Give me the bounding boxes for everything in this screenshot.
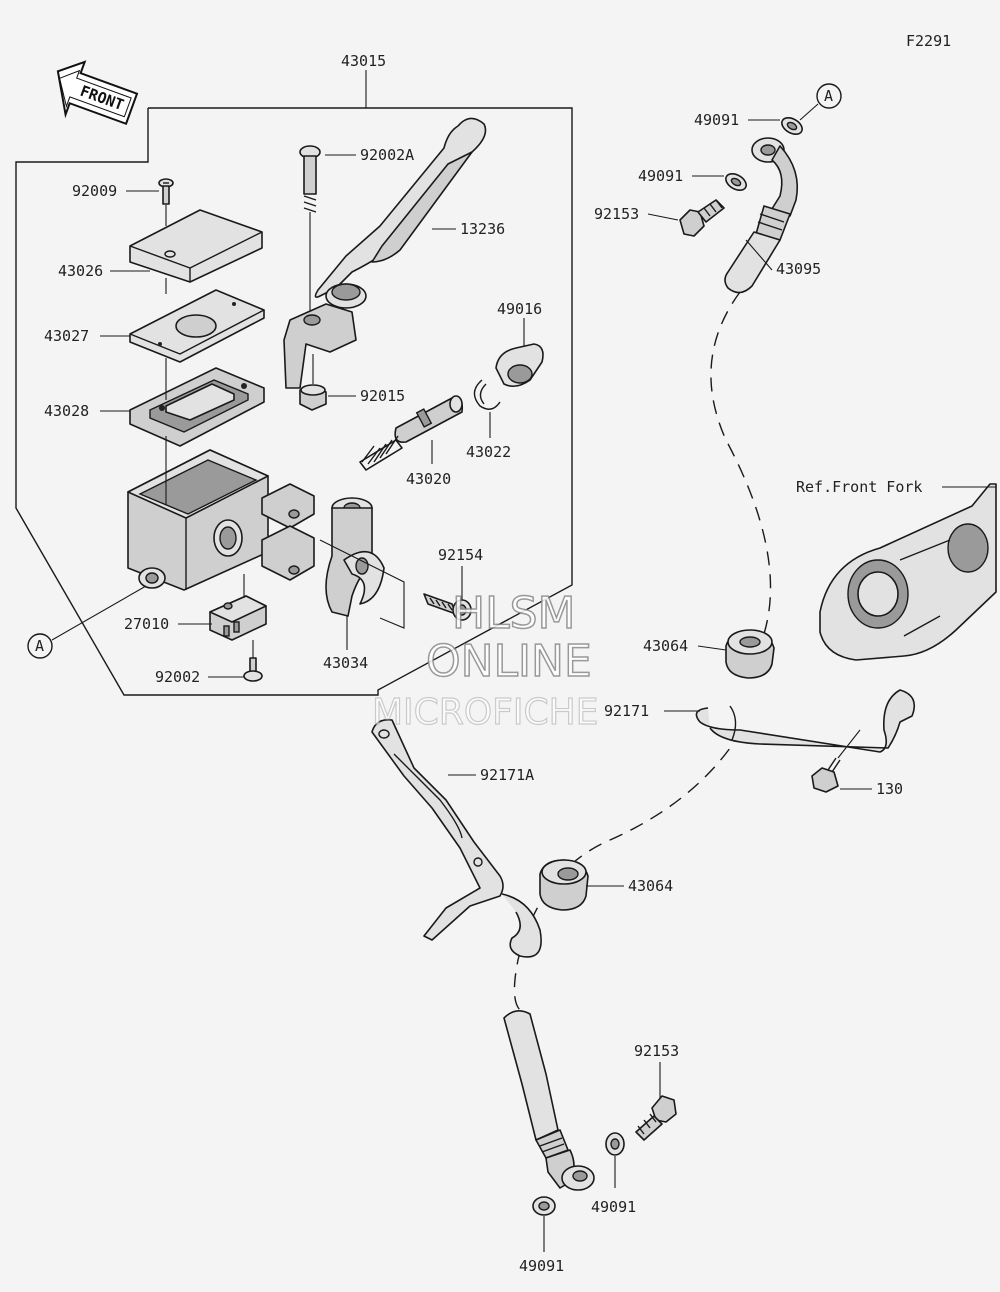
grommet-43064-lower-icon: [539, 859, 589, 911]
label-92153-a: 92153: [594, 205, 639, 223]
banjo-bolt-92153-top-icon: [679, 199, 725, 237]
leader-a-left: [51, 585, 147, 641]
bolt-130-icon: [811, 757, 841, 793]
diaphragm-plate-icon: [129, 289, 265, 363]
brake-switch-icon: [209, 595, 267, 641]
leader-43064-a: [697, 645, 727, 651]
callout-a-right-marker: [816, 83, 842, 109]
label-92002: 92002: [155, 668, 200, 686]
circlip-icon: [473, 379, 501, 410]
figure-id: F2291: [906, 32, 951, 50]
dust-boot-icon: [495, 343, 544, 388]
label-43015: 43015: [341, 52, 386, 70]
front-fork-bracket-icon: [819, 483, 997, 661]
label-92009: 92009: [72, 182, 117, 200]
nut-92015-icon: [299, 384, 327, 411]
label-43095: 43095: [776, 260, 821, 278]
hose-bracket-92171a-icon: [371, 718, 542, 958]
watermark-line3: MICROFICHE: [372, 692, 598, 733]
hose-clip-92171-icon: [695, 689, 916, 753]
label-92153-b: 92153: [634, 1042, 679, 1060]
label-43034: 43034: [323, 654, 368, 672]
dash-bolt-130: [837, 729, 861, 759]
watermark-line1: HLSM: [452, 588, 576, 639]
label-92171a: 92171A: [480, 766, 534, 784]
callout-a-right-label: A: [824, 87, 833, 105]
reservoir-cap-icon: [129, 209, 263, 283]
label-27010: 27010: [124, 615, 169, 633]
brake-lever-icon: [283, 117, 487, 389]
watermark-line2: ONLINE: [426, 636, 592, 687]
leader-92153-a: [647, 213, 679, 221]
leader-43095: [745, 239, 773, 271]
washer-49091-lower-right-icon: [605, 1132, 625, 1156]
label-92171: 92171: [604, 702, 649, 720]
hose-route-upper: [710, 291, 772, 641]
label-43064-a: 43064: [643, 637, 688, 655]
master-cylinder-body-icon: [127, 449, 315, 591]
label-49016: 49016: [497, 300, 542, 318]
label-49091-a: 49091: [694, 111, 739, 129]
label-43020: 43020: [406, 470, 451, 488]
hose-route-lower: [513, 729, 743, 1011]
label-49091-d: 49091: [519, 1257, 564, 1275]
label-92015: 92015: [360, 387, 405, 405]
label-49091-c: 49091: [591, 1198, 636, 1216]
washer-49091-top-icon: [781, 117, 803, 135]
label-92154: 92154: [438, 546, 483, 564]
assembly-outline: [15, 107, 573, 696]
brake-hose-lower-icon: [503, 1010, 595, 1191]
callout-a-left-marker: [27, 633, 53, 659]
diaphragm-icon: [129, 367, 265, 447]
label-130: 130: [876, 780, 903, 798]
label-43028: 43028: [44, 402, 89, 420]
bolt-92154-icon: [423, 593, 472, 621]
label-43022: 43022: [466, 443, 511, 461]
brake-hose-top-icon: [724, 137, 799, 294]
callout-a-left-label: A: [35, 637, 44, 655]
pivot-bolt-92002a-icon: [299, 145, 321, 213]
label-43026: 43026: [58, 262, 103, 280]
grommet-43064-upper-icon: [725, 629, 775, 679]
banjo-bolt-92153-lower-icon: [635, 1095, 677, 1141]
leader-a-right: [799, 103, 819, 121]
label-43064-b: 43064: [628, 877, 673, 895]
screw-92009-icon: [158, 178, 174, 205]
label-43027: 43027: [44, 327, 89, 345]
handlebar-clamp-icon: [325, 497, 385, 617]
label-13236: 13236: [460, 220, 505, 238]
clamp-bolt-bracket: [319, 539, 405, 629]
piston-icon: [359, 395, 464, 471]
ref-front-fork-label: Ref.Front Fork: [796, 478, 922, 496]
washer-49091-lower-left-icon: [532, 1196, 556, 1216]
screw-92002-icon: [243, 657, 263, 682]
front-arrow-icon: FRONT: [56, 60, 139, 126]
washer-49091-second-icon: [725, 173, 747, 191]
label-49091-b: 49091: [638, 167, 683, 185]
label-92002a: 92002A: [360, 146, 414, 164]
